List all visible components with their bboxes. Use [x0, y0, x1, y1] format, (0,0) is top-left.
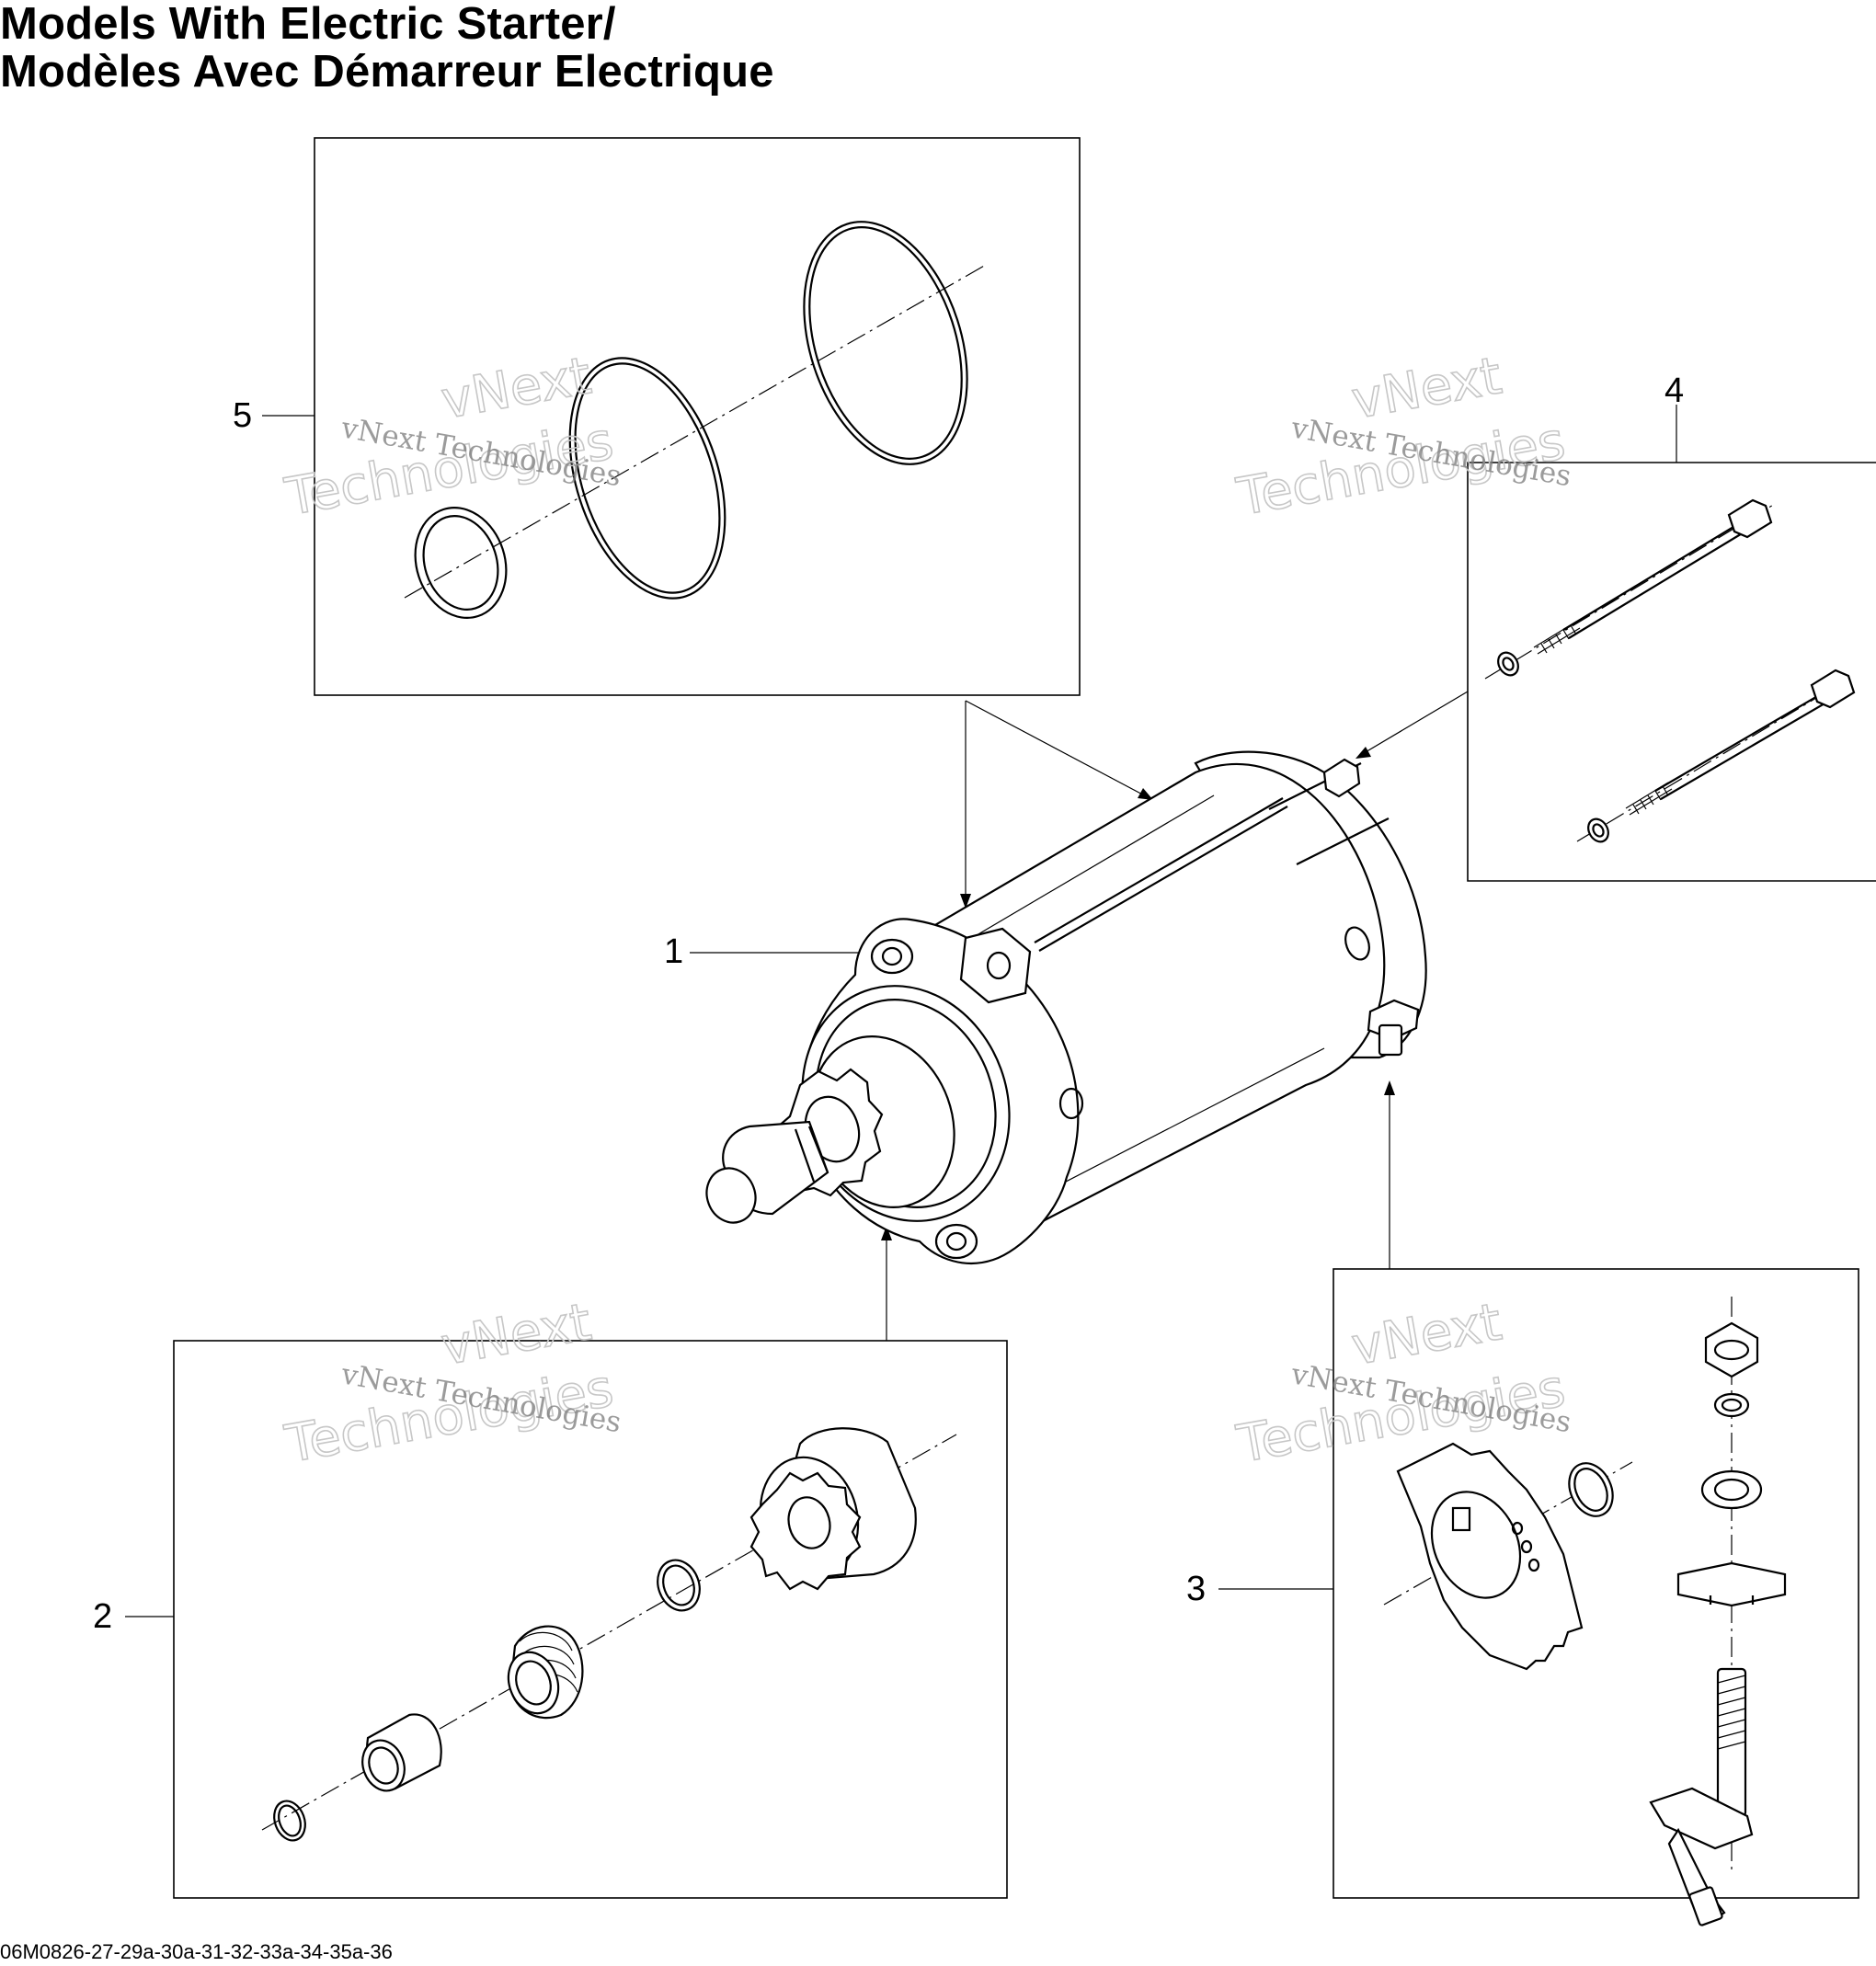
callout-4: 4 [1664, 371, 1684, 410]
callout-3: 3 [1186, 1570, 1206, 1608]
title-line-english: Models With Electric Starter/ [0, 0, 616, 49]
diagram-title: Models With Electric Starter/ Modèles Av… [0, 0, 774, 96]
diagram-reference-code: 06M0826-27-29a-30a-31-32-33a-34-35a-36 [0, 1940, 393, 1963]
drive-pinion-kit-2 [261, 1427, 957, 1842]
group-box-3 [1333, 1268, 1859, 1899]
callout-5: 5 [233, 396, 252, 435]
terminal-kit-3 [1383, 1297, 1787, 1926]
svg-text:vNext: vNext [1347, 346, 1505, 430]
bolt-kit-4 [1484, 498, 1856, 843]
group-box-4 [1467, 462, 1876, 882]
title-line-french: Modèles Avec Démarreur Electrique [0, 47, 774, 97]
leader-lines [125, 405, 1677, 1617]
watermark-group-3: vNext Technologies vNext Technologies [1231, 1292, 1573, 1476]
watermark-group-2: vNext Technologies vNext Technologies [280, 1292, 623, 1476]
watermark-group-4: vNext Technologies vNext Technologies [1231, 346, 1573, 529]
callout-1: 1 [664, 932, 683, 971]
group-box-5 [314, 137, 1081, 696]
o-ring-kit-5 [404, 221, 987, 619]
watermark-group-5: vNext Technologies vNext Technologies [280, 346, 623, 529]
svg-text:vNext: vNext [1347, 1292, 1505, 1377]
callout-2: 2 [93, 1597, 112, 1636]
group-box-2 [173, 1340, 1008, 1899]
electric-starter-motor [705, 750, 1427, 1264]
